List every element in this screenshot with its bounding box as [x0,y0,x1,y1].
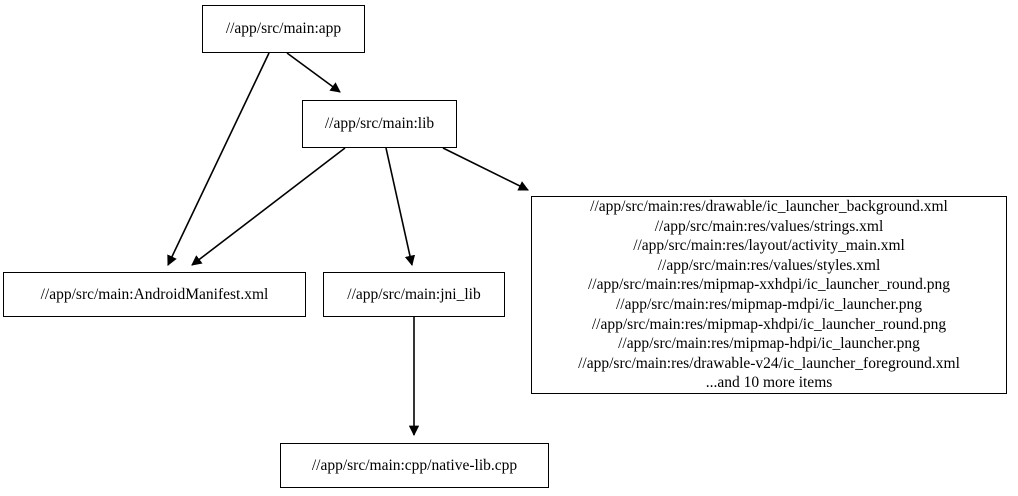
node-lib-label: //app/src/main:lib [324,115,435,133]
edge-app-to-manifest [167,52,270,266]
node-jni-lib-label: //app/src/main:jni_lib [347,285,481,303]
node-native-lib-cpp[interactable]: //app/src/main:cpp/native-lib.cpp [280,443,549,488]
node-jni-lib[interactable]: //app/src/main:jni_lib [323,272,505,317]
node-app[interactable]: //app/src/main:app [202,5,365,53]
node-android-manifest-label: //app/src/main:AndroidManifest.xml [40,285,269,303]
node-app-label: //app/src/main:app [225,20,342,38]
edge-lib-to-jni-lib [385,147,416,267]
node-native-lib-cpp-label: //app/src/main:cpp/native-lib.cpp [311,456,518,474]
node-lib[interactable]: //app/src/main:lib [302,100,457,148]
node-resources[interactable]: //app/src/main:res/drawable/ic_launcher_… [531,196,1007,394]
edge-lib-to-manifest [191,147,346,266]
node-android-manifest[interactable]: //app/src/main:AndroidManifest.xml [3,272,306,317]
edge-lib-to-resources [442,147,529,191]
node-resources-label: //app/src/main:res/drawable/ic_launcher_… [578,198,960,392]
edge-app-to-lib [286,52,341,93]
